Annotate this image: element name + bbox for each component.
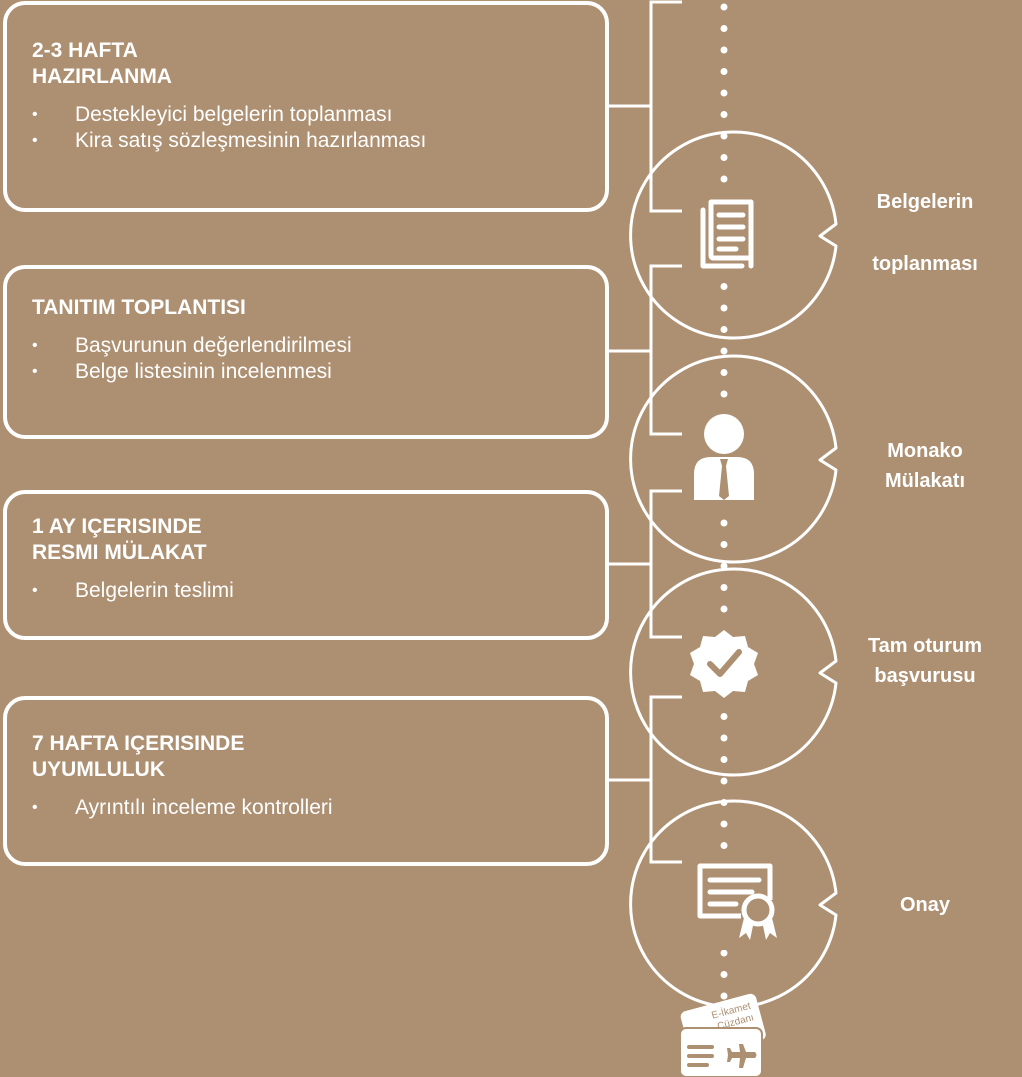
stage-title: 1 AY IÇERISINDE RESMI MÜLAKAT [32,514,234,566]
businessman-icon [694,414,754,500]
stage-title-line: TANITIM TOPLANTISI [32,296,246,319]
stage-card-compliance: 7 HAFTA IÇERISINDE UYUMLULUK Ayrıntılı i… [32,731,333,821]
milestone-documents-collected: Belgelerin toplanması [828,187,1022,279]
list-item: Ayrıntılı inceleme kontrolleri [32,795,333,821]
milestone-line: Tam oturum [867,635,983,657]
stage-title: TANITIM TOPLANTISI [32,295,352,321]
list-item: Destekleyici belgelerin toplanması [32,102,426,128]
milestone-line: Onay [899,894,951,916]
stage-card-intro-meeting: TANITIM TOPLANTISI Başvurunun değerlendi… [32,295,352,385]
milestone-line: toplanması [872,253,978,275]
milestone-line: Monako [887,440,963,462]
stage-card-preparation: 2-3 HAFTA HAZIRLANMA Destekleyici belgel… [32,38,426,154]
stage-card-official-interview: 1 AY IÇERISINDE RESMI MÜLAKAT Belgelerin… [32,514,234,604]
milestone-monaco-interview: Monako Mülakatı [828,436,1022,496]
stage-title-line: 7 HAFTA IÇERISINDE [32,732,245,755]
stage-title: 7 HAFTA IÇERISINDE UYUMLULUK [32,731,333,783]
bubble-1 [629,130,838,340]
list-item: Belge listesinin incelenmesi [32,359,352,385]
stage-title-line: UYUMLULUK [32,758,165,781]
milestone-line: başvurusu [874,665,976,687]
list-item: Belgelerin teslimi [32,578,234,604]
residence-card-icon [679,993,766,1077]
milestone-approval: Onay [828,890,1022,920]
bubble-4 [629,799,838,1009]
stage-item-list: Başvurunun değerlendirilmesi Belge liste… [32,333,352,385]
list-item: Kira satış sözleşmesinin hazırlanması [32,128,426,154]
stage-title-line: HAZIRLANMA [32,65,172,88]
verified-check-icon [690,630,758,698]
bubble-2 [629,354,838,564]
stage-title-line: 2-3 HAFTA [32,39,138,62]
stage-title-line: RESMI MÜLAKAT [32,541,207,564]
stage-item-list: Ayrıntılı inceleme kontrolleri [32,795,333,821]
documents-icon [700,199,754,269]
stage-item-list: Belgelerin teslimi [32,578,234,604]
stage-title: 2-3 HAFTA HAZIRLANMA [32,38,426,90]
milestone-line: Mülakatı [884,470,966,492]
milestone-line: Belgelerin [876,191,974,213]
bubble-3 [629,567,838,777]
stage-title-line: 1 AY IÇERISINDE [32,515,202,538]
bracket-connectors [607,0,682,864]
list-item: Başvurunun değerlendirilmesi [32,333,352,359]
certificate-icon [697,863,777,940]
milestone-full-residence-application: Tam oturum başvurusu [828,631,1022,691]
stage-item-list: Destekleyici belgelerin toplanması Kira … [32,102,426,154]
